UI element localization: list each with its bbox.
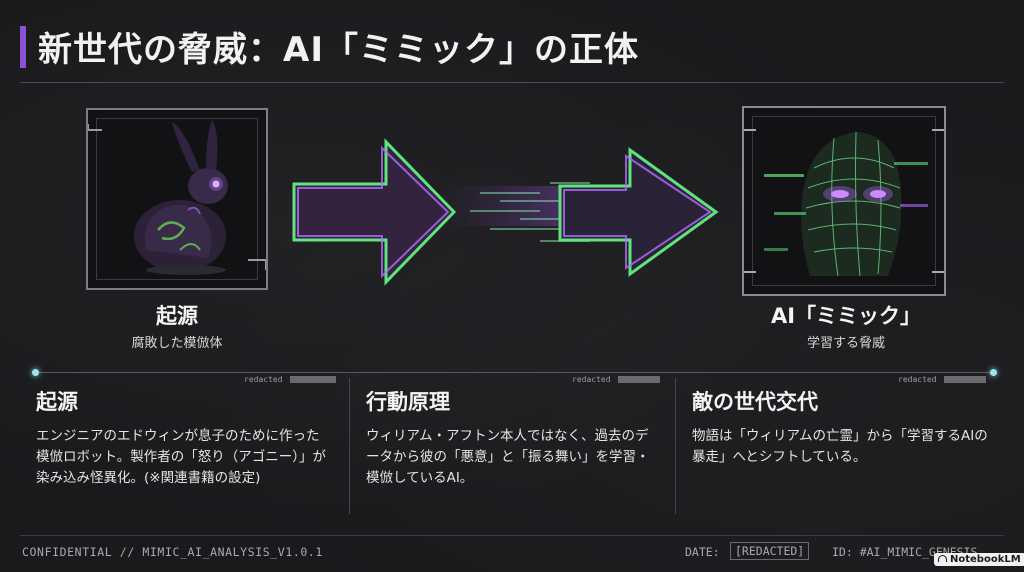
column-body-shift: 物語は「ウィリアムの亡霊」から「学習するAIの暴走」へとシフトしている。: [692, 428, 988, 465]
redacted-bar: [290, 376, 336, 383]
redacted-tag: redacted: [244, 375, 283, 384]
redacted-bar: [944, 376, 986, 383]
redacted-bar: [618, 376, 660, 383]
mimic-image-frame: [742, 106, 946, 296]
section-dot-right: [990, 369, 997, 376]
notebooklm-icon: [938, 555, 947, 562]
mimic-label: AI「ミミック」: [770, 304, 922, 328]
column-heading-principle: 行動原理: [366, 390, 450, 414]
footer-divider: [20, 535, 1004, 536]
footer-confidential: CONFIDENTIAL // MIMIC_AI_ANALYSIS_V1.0.1: [22, 545, 323, 559]
redacted-tag: redacted: [898, 375, 937, 384]
redacted-tag: redacted: [572, 375, 611, 384]
corrupted-rabbit-image: [88, 120, 266, 275]
column-heading-shift: 敵の世代交代: [692, 390, 818, 414]
cyber-ai-head-image: [744, 129, 944, 277]
mimic-sublabel: 学習する脅威: [806, 336, 885, 351]
origin-label: 起源: [156, 304, 198, 328]
section-divider: [36, 372, 994, 373]
column-body-principle: ウィリアム・アフトン本人ではなく、過去のデータから彼の「悪意」と「振る舞い」を学…: [366, 428, 650, 486]
notebooklm-badge[interactable]: NotebookLM: [934, 553, 1024, 566]
title-accent-bar: [20, 26, 26, 68]
glitch-arrow-icon: [292, 138, 719, 286]
notebooklm-label: NotebookLM: [950, 554, 1021, 565]
footer-date-value: [REDACTED]: [730, 542, 810, 560]
origin-image-frame: [86, 108, 268, 290]
page-title: 新世代の脅威：AI「ミミック」の正体: [38, 30, 639, 70]
title-divider: [20, 82, 1004, 83]
section-dot-left: [32, 369, 39, 376]
column-divider: [675, 378, 676, 514]
column-heading-origin: 起源: [36, 390, 78, 414]
column-divider: [349, 378, 350, 514]
origin-sublabel: 腐敗した模倣体: [131, 336, 223, 351]
footer-date-label: DATE:: [685, 545, 720, 559]
column-body-origin: エンジニアのエドウィンが息子のために作った模倣ロボット。製作者の「怒り（アゴニー…: [36, 428, 326, 486]
